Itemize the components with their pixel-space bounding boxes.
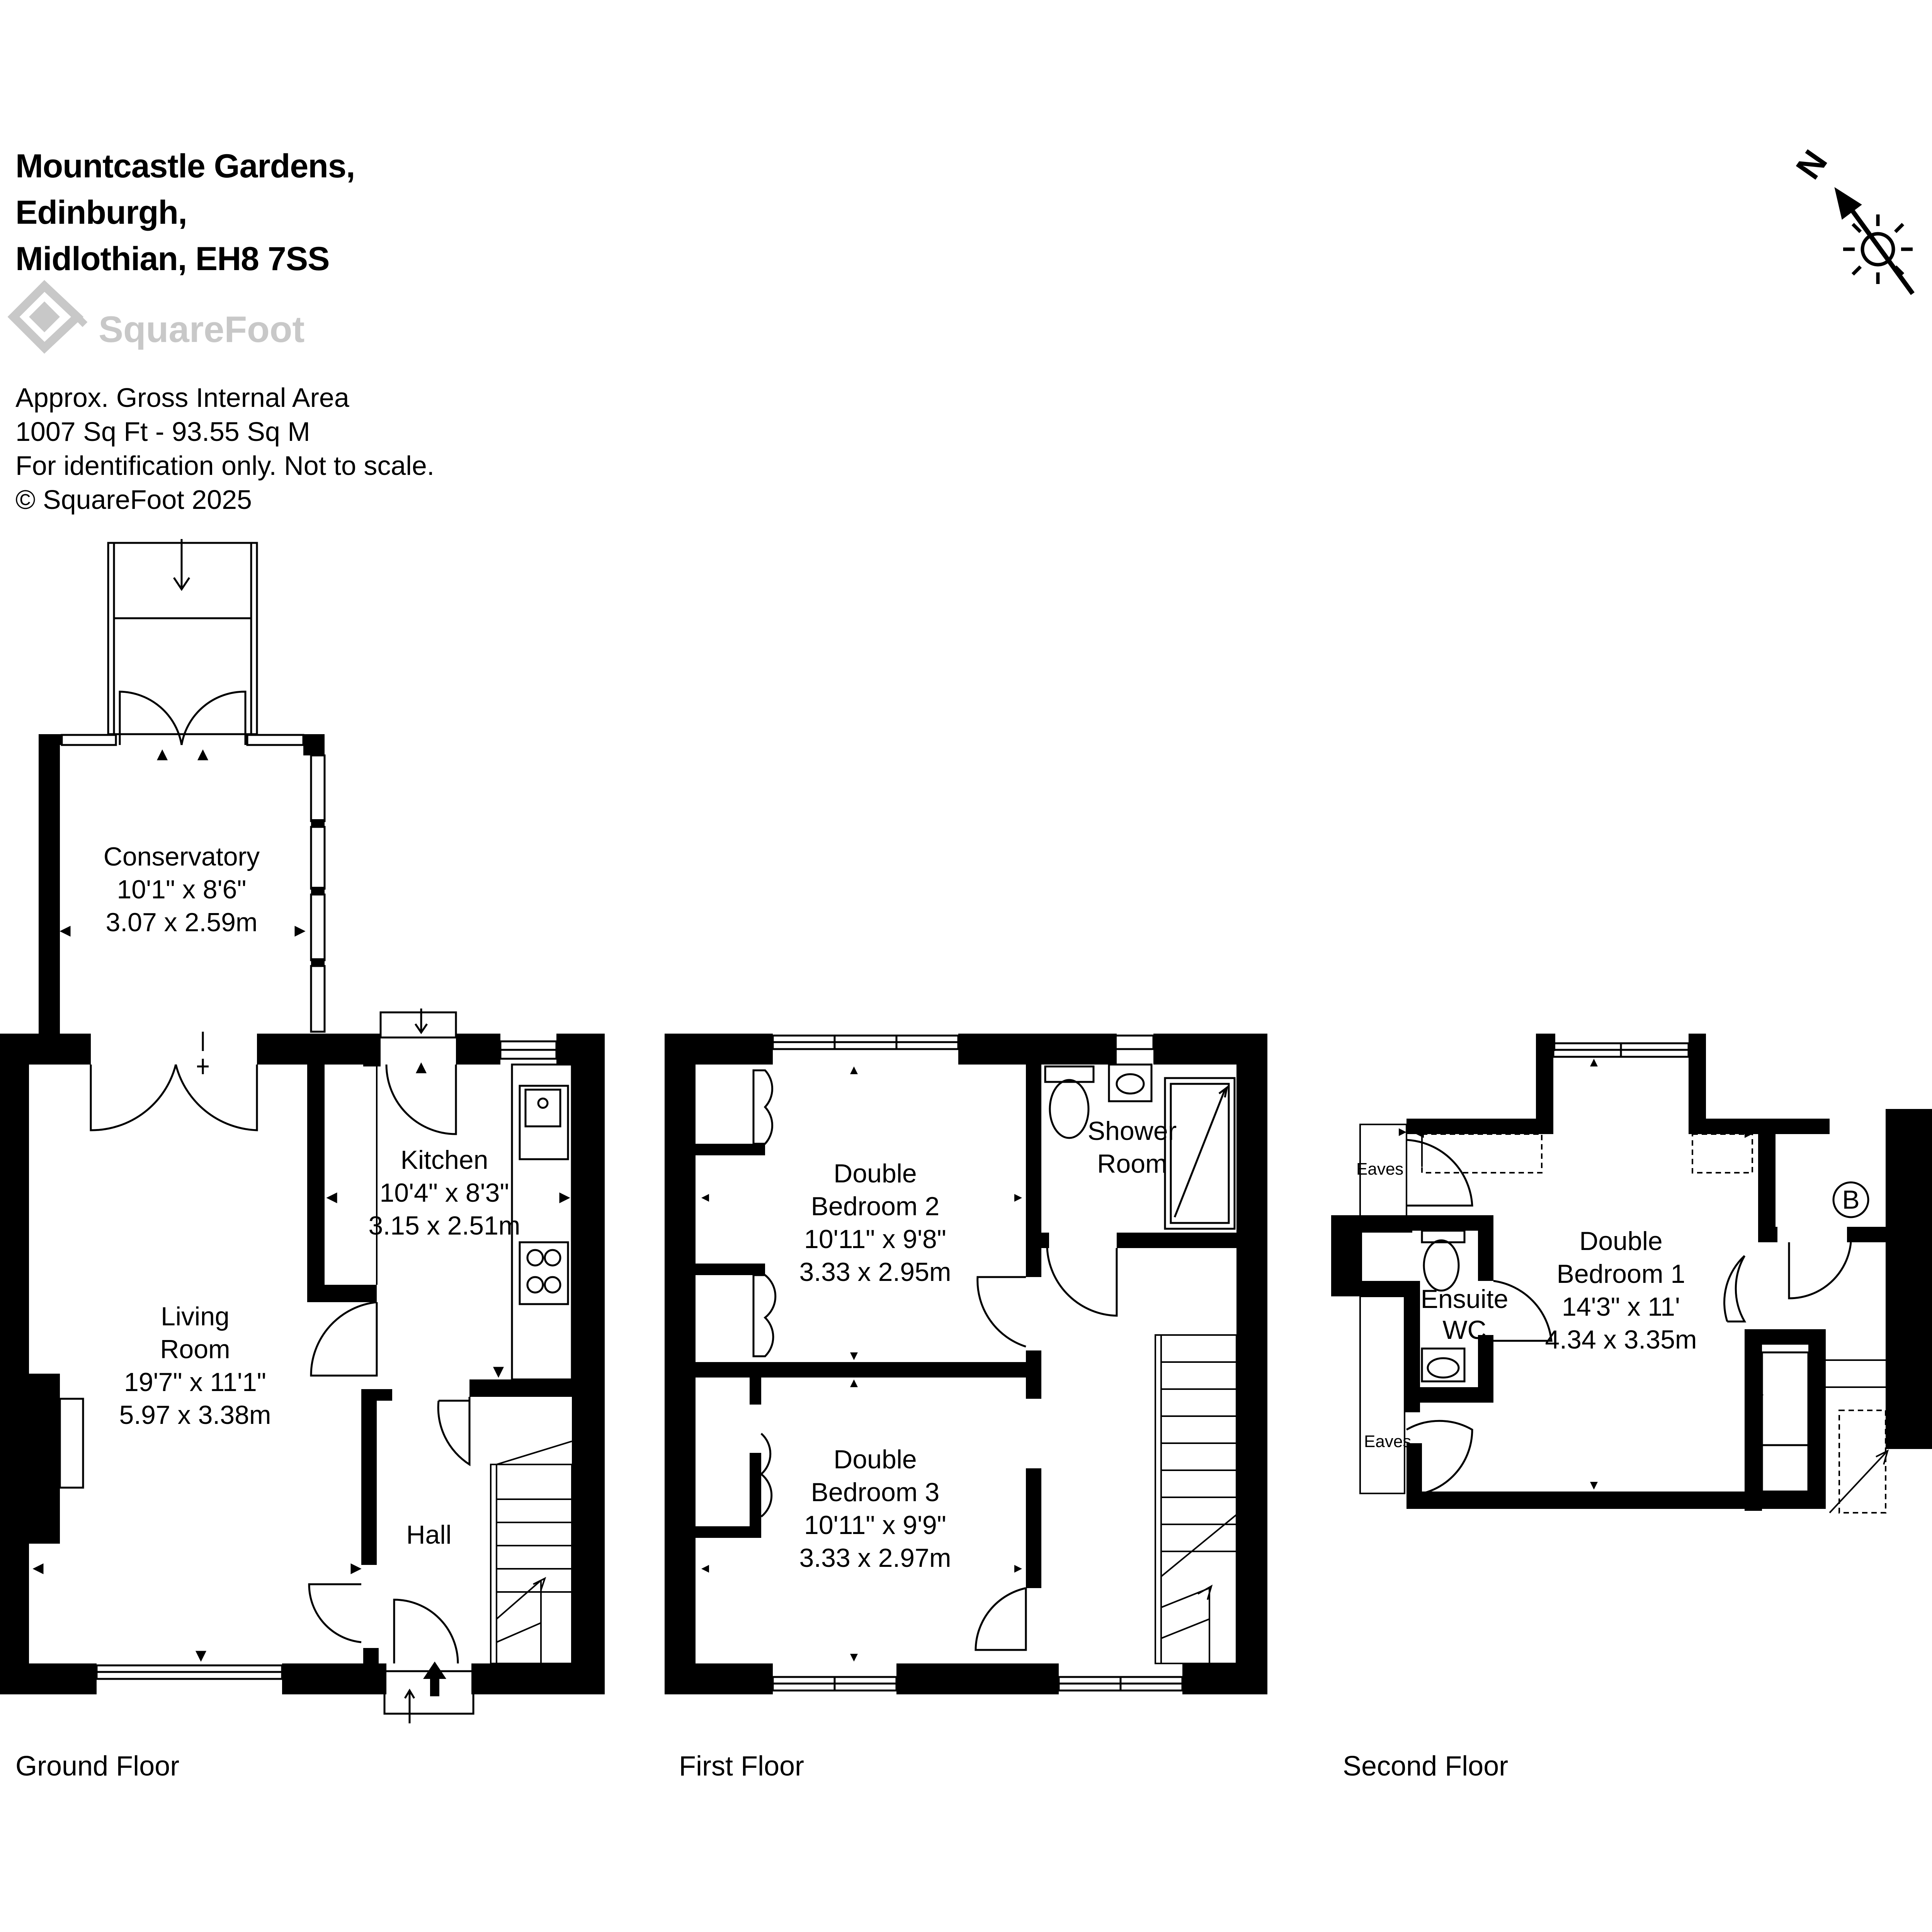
living-name-2: Room	[160, 1335, 230, 1364]
ensuite-name-1: Ensuite	[1421, 1284, 1509, 1314]
eaves-top-label: Eaves	[1356, 1160, 1403, 1179]
first-floor-wardrobes	[752, 1069, 777, 1517]
second-floor-plan: B	[1331, 1034, 1932, 1514]
ground-dimension-marks	[32, 749, 570, 1662]
second-floor-doors	[1723, 1181, 1869, 1493]
ensuite-name-2: WC	[1442, 1315, 1486, 1345]
second-floor-label: Second Floor	[1343, 1751, 1509, 1782]
shower-name-2: Room	[1097, 1149, 1167, 1179]
ground-windows	[95, 1664, 283, 1680]
area-value: 1007 Sq Ft - 93.55 Sq M	[15, 417, 310, 447]
conservatory-imperial: 10'1" x 8'6"	[117, 875, 246, 904]
conservatory-doors	[119, 690, 247, 745]
bed2-name-2: Bedroom 2	[811, 1192, 940, 1221]
front-entry	[383, 1662, 474, 1723]
bed3-name-2: Bedroom 3	[811, 1478, 940, 1507]
ground-floor-label: Ground Floor	[15, 1751, 180, 1782]
first-floor-plan	[665, 1034, 1267, 1694]
conservatory-name: Conservatory	[104, 842, 260, 871]
disclaimer: For identification only. Not to scale.	[15, 451, 435, 481]
kitchen-imperial: 10'4" x 8'3"	[379, 1178, 509, 1208]
fireplace-hearth	[59, 1398, 84, 1489]
compass: N	[1789, 143, 1915, 295]
copyright: © SquareFoot 2025	[15, 485, 252, 515]
bed2-imperial: 10'11" x 9'8"	[804, 1225, 946, 1254]
ground-floor-plan	[0, 539, 605, 1723]
bed3-imperial: 10'11" x 9'9"	[804, 1510, 946, 1540]
ground-internal-doors	[308, 1301, 471, 1664]
first-floor-walls	[665, 1034, 1267, 1694]
kitchen-worktops	[511, 1063, 573, 1381]
eaves-bottom-label: Eaves	[1364, 1432, 1411, 1451]
bed2-metric: 3.33 x 2.95m	[799, 1257, 951, 1287]
second-dimension-marks	[1399, 1059, 1752, 1490]
first-staircase	[1155, 1334, 1237, 1664]
first-dimension-marks	[701, 1066, 1022, 1662]
kitchen-name: Kitchen	[401, 1145, 488, 1175]
address-line-1: Mountcastle Gardens,	[15, 148, 355, 185]
shower-room-fittings	[1044, 1063, 1236, 1230]
area-notes: Approx. Gross Internal Area 1007 Sq Ft -…	[15, 381, 434, 517]
second-staircase	[1826, 1359, 1889, 1514]
kitchen-back-door	[379, 1009, 558, 1135]
second-floor-walls	[1331, 1034, 1932, 1511]
first-floor-doors	[975, 1248, 1118, 1651]
living-name-1: Living	[161, 1302, 230, 1331]
bed3-name-1: Double	[833, 1445, 917, 1474]
ground-staircase	[490, 1440, 573, 1664]
property-address: Mountcastle Gardens, Edinburgh, Midlothi…	[15, 143, 355, 282]
living-metric: 5.97 x 3.38m	[119, 1400, 271, 1430]
ensuite-fittings	[1421, 1230, 1553, 1383]
living-room-doors	[90, 1032, 258, 1131]
second-floor-windows	[1552, 1042, 1690, 1058]
first-floor-windows	[772, 1034, 1184, 1692]
bed1-imperial: 14'3" x 11'	[1562, 1292, 1680, 1321]
bed3-metric: 3.33 x 2.97m	[799, 1543, 951, 1573]
area-title: Approx. Gross Internal Area	[15, 383, 349, 413]
living-imperial: 19'7" x 11'1"	[124, 1367, 266, 1397]
kitchen-metric: 3.15 x 2.51m	[368, 1211, 520, 1240]
address-line-3: Midlothian, EH8 7SS	[15, 240, 330, 277]
conservatory-metric: 3.07 x 2.59m	[105, 908, 257, 937]
address-line-2: Edinburgh,	[15, 194, 187, 231]
first-floor-label: First Floor	[679, 1751, 804, 1782]
eaves-doors	[1406, 1139, 1473, 1497]
logo-text: SquareFoot	[99, 309, 304, 350]
conservatory-walls	[39, 734, 325, 1043]
eaves-areas	[1359, 1124, 1753, 1494]
squarefoot-logo-icon	[7, 280, 88, 354]
ground-floor-walls	[0, 1034, 605, 1694]
patio-steps	[107, 539, 258, 735]
hall-name: Hall	[406, 1520, 451, 1549]
bed2-name-1: Double	[833, 1159, 917, 1188]
boiler-label: B	[1842, 1185, 1859, 1214]
bed1-name-1: Double	[1579, 1226, 1663, 1256]
north-arrow-icon	[1834, 187, 1915, 295]
bed1-metric: 4.34 x 3.35m	[1545, 1325, 1697, 1354]
bed1-name-2: Bedroom 1	[1557, 1259, 1685, 1289]
shower-name-1: Shower	[1088, 1116, 1177, 1146]
sun-icon	[1843, 214, 1913, 284]
compass-letter: N	[1789, 143, 1835, 186]
